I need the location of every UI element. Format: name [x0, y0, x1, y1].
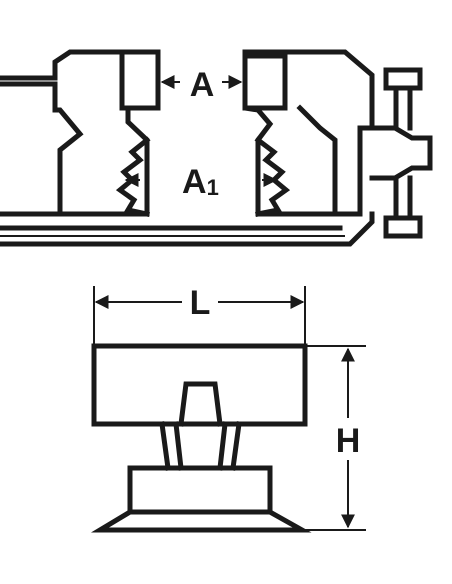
left-jaw-serration — [115, 136, 151, 217]
label-a1-main: A — [182, 163, 207, 201]
left-jaw-insert — [119, 49, 161, 111]
label-a1-sub: 1 — [207, 175, 219, 200]
front-column — [159, 381, 242, 471]
label-h: H — [336, 422, 361, 460]
right-jaw-insert — [242, 53, 288, 111]
vise-front-view: L H — [90, 284, 366, 533]
dimension-l: L — [94, 284, 305, 322]
front-base-block — [127, 465, 273, 515]
vise-top-view: A A1 — [0, 49, 433, 247]
right-jaw-serration — [254, 136, 291, 217]
handle-top-knob — [383, 67, 423, 91]
label-l: L — [190, 284, 211, 322]
dimension-a1: A1 — [124, 163, 278, 201]
dimension-h: H — [336, 347, 361, 529]
right-jaw — [242, 49, 375, 217]
left-jaw — [0, 49, 161, 217]
front-jaw-block — [91, 343, 308, 427]
handle-bottom-knob — [383, 215, 423, 239]
label-a: A — [190, 66, 215, 104]
vise-screw-handle — [369, 67, 433, 239]
dimension-a: A — [160, 66, 243, 104]
label-a1: A1 — [182, 163, 219, 201]
vise-base-rails — [0, 211, 375, 247]
front-base-flange — [90, 508, 312, 533]
